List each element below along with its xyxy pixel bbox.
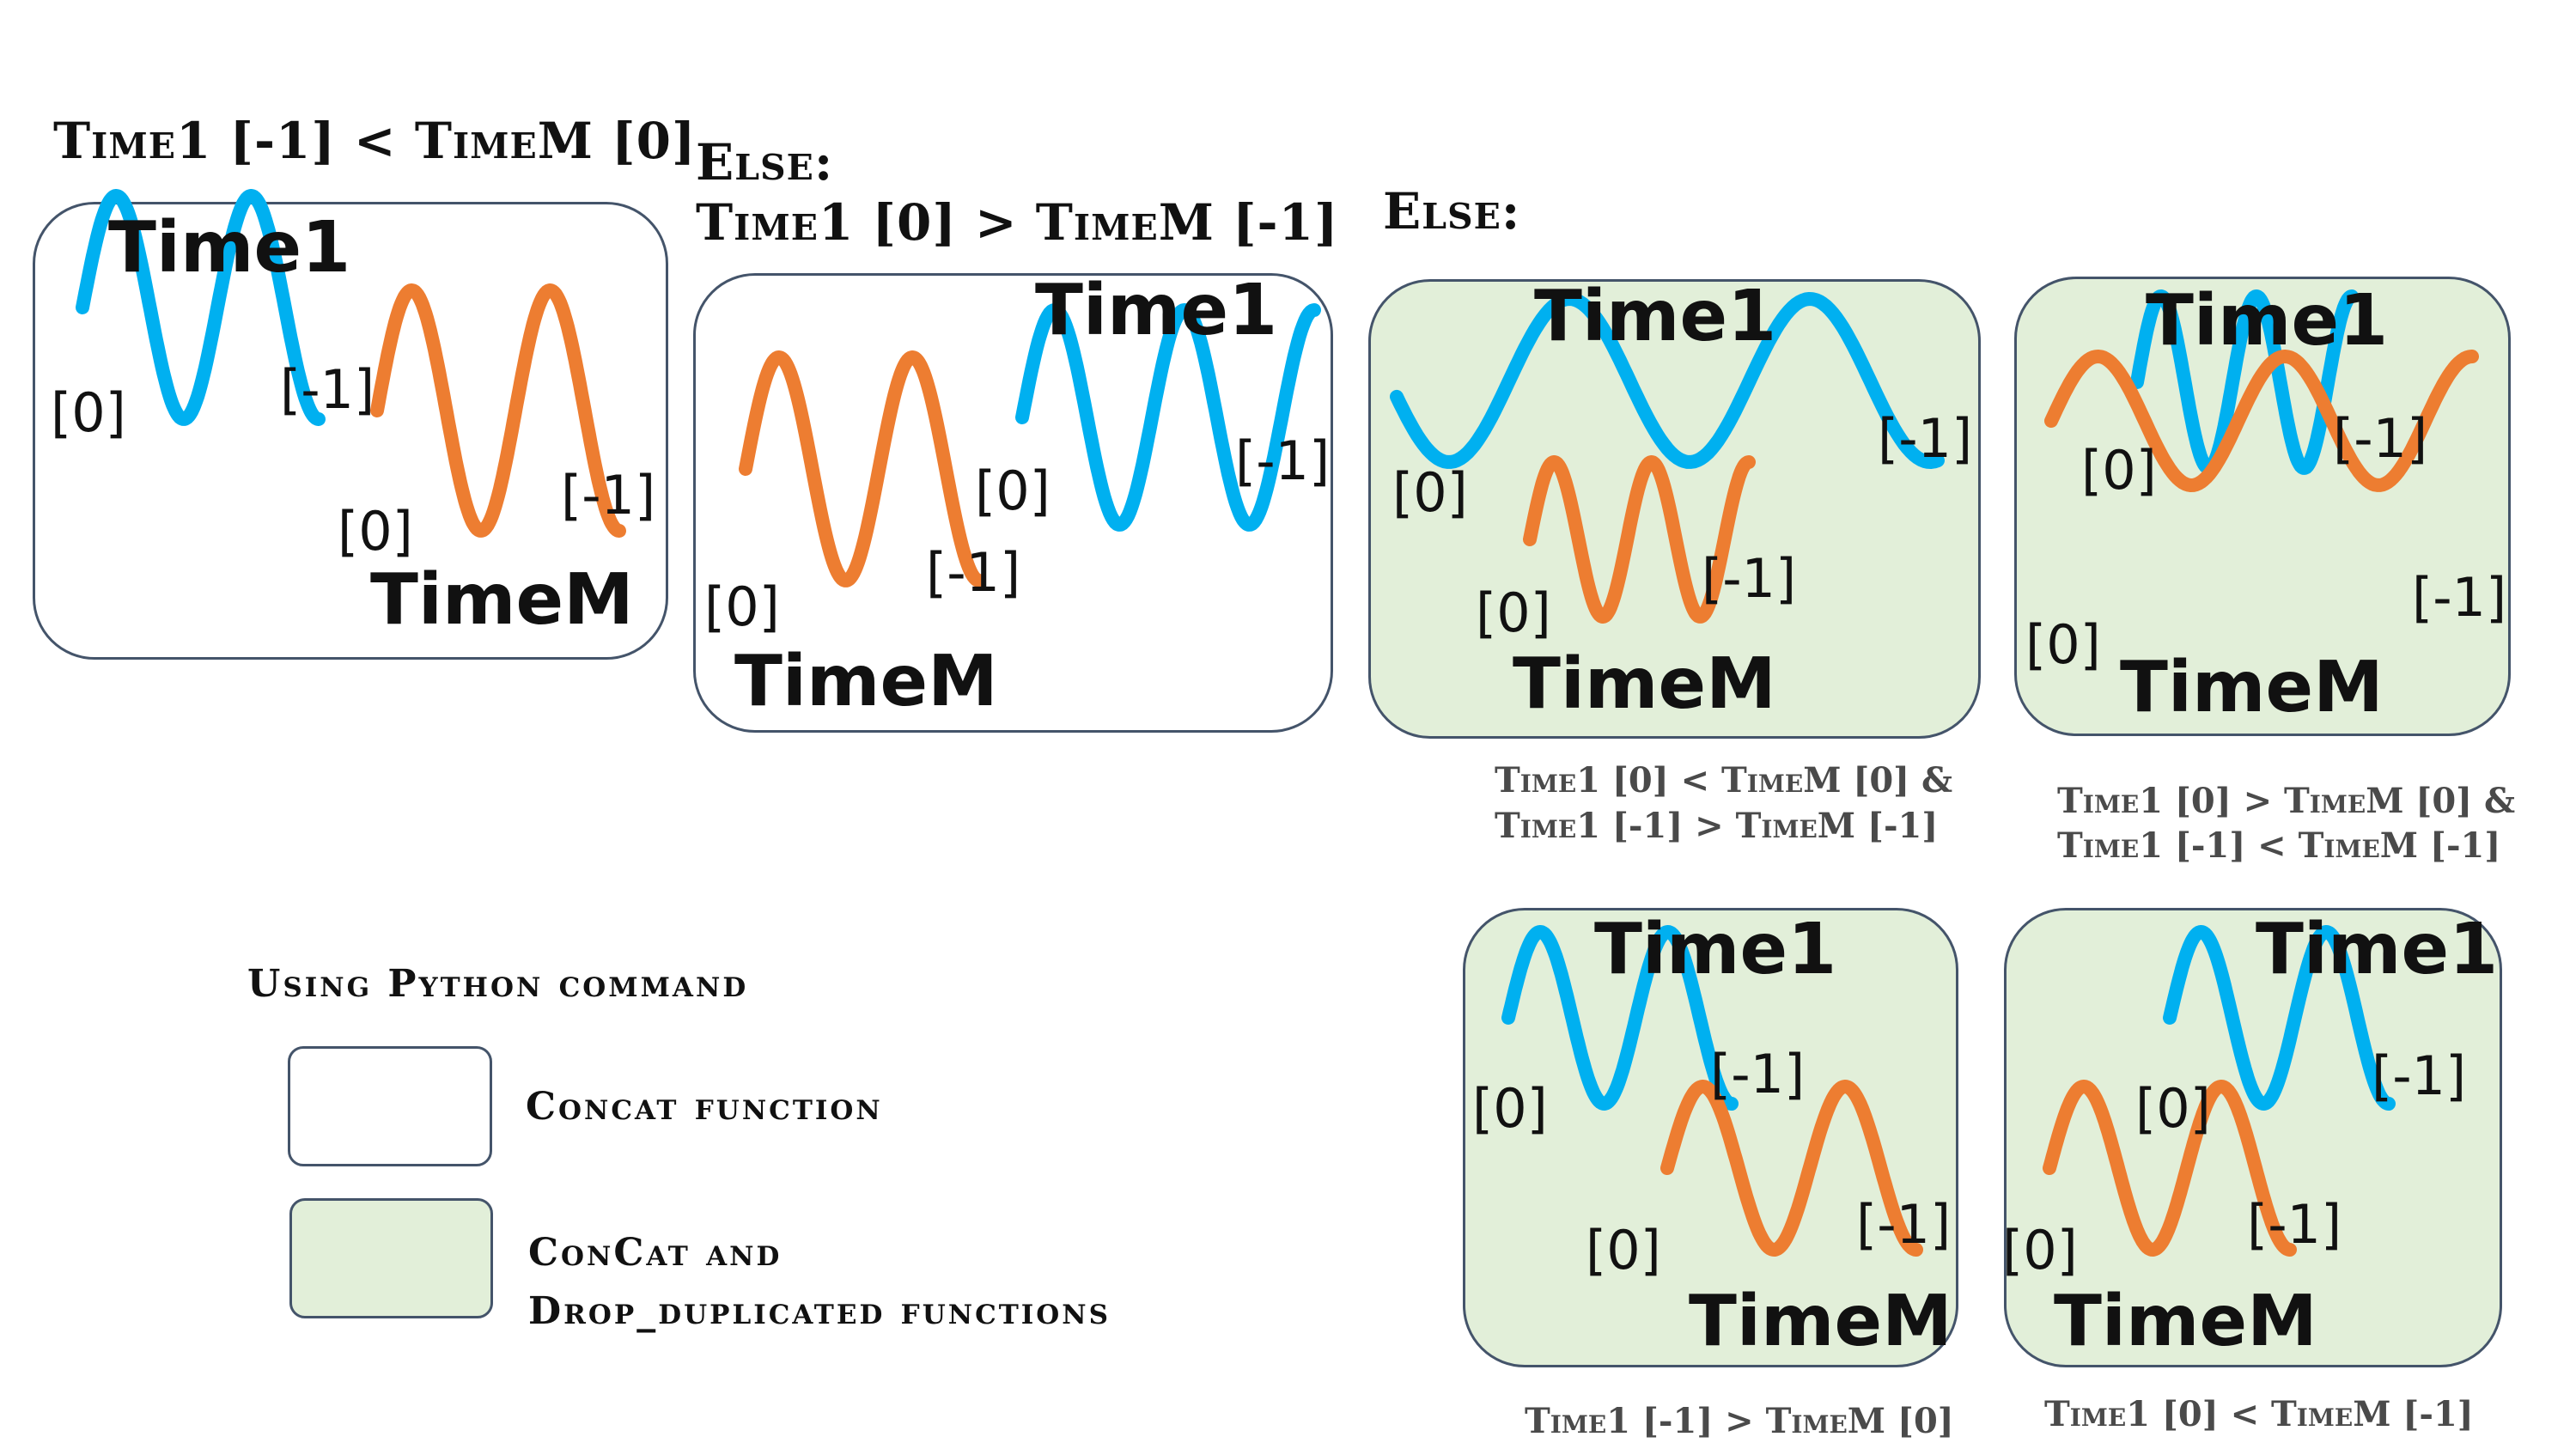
timem-label: TimeM bbox=[1513, 643, 1776, 725]
legend-item-concat-drop-line2: Drop_duplicated functions bbox=[528, 1289, 1111, 1333]
case4-box: Time1 [0] [-1] [0] [-1] TimeM bbox=[2014, 277, 2511, 736]
case2-else-heading: Else: bbox=[696, 133, 834, 192]
case2-heading: Time1 [0] > TimeM [-1] bbox=[696, 193, 1339, 252]
timem-first-index: [0] bbox=[2025, 613, 2101, 676]
timem-last-index: [-1] bbox=[2247, 1193, 2342, 1256]
case1-box: Time1 [0] [-1] [0] [-1] TimeM bbox=[33, 189, 668, 660]
case4-caption-line2: Time1 [-1] < TimeM [-1] bbox=[2057, 825, 2501, 866]
timem-wave bbox=[2043, 1080, 2297, 1257]
case3-caption-line1: Time1 [0] < TimeM [0] & bbox=[1495, 760, 1953, 801]
case2-box: Time1 [0] [-1] [0] [-1] TimeM bbox=[693, 273, 1333, 733]
time1-label: Time1 bbox=[1594, 909, 1837, 990]
case3-waves bbox=[1390, 292, 1945, 624]
time1-last-index: [-1] bbox=[1710, 1043, 1806, 1105]
case5-waves bbox=[1501, 925, 1923, 1257]
timem-last-index: [-1] bbox=[561, 464, 656, 527]
timem-wave bbox=[370, 283, 626, 538]
time1-label: Time1 bbox=[2256, 909, 2499, 990]
legend-item-concat-drop-line1: ConCat and bbox=[528, 1231, 783, 1275]
timem-label: TimeM bbox=[2054, 1281, 2317, 1362]
time1-first-index: [0] bbox=[2081, 439, 2157, 502]
case3-else-heading: Else: bbox=[1383, 182, 1521, 240]
time1-wave bbox=[1501, 925, 1739, 1111]
time1-last-index: [-1] bbox=[1235, 429, 1331, 492]
timem-first-index: [0] bbox=[1586, 1219, 1661, 1282]
case6-caption: Time1 [0] < TimeM [-1] bbox=[2044, 1394, 2474, 1434]
time1-wave bbox=[2163, 925, 2396, 1111]
timem-label: TimeM bbox=[734, 641, 998, 722]
case6-box: Time1 [0] [-1] [0] [-1] TimeM bbox=[2002, 908, 2502, 1367]
legend-title: Using Python command bbox=[247, 962, 749, 1006]
time1-wave bbox=[2130, 289, 2359, 475]
timem-wave bbox=[1523, 455, 1756, 624]
time1-first-index: [0] bbox=[1472, 1077, 1548, 1140]
time1-last-index: [-1] bbox=[2333, 407, 2428, 470]
time1-label: Time1 bbox=[2146, 280, 2389, 362]
timem-first-index: [0] bbox=[1476, 581, 1551, 644]
time1-last-index: [-1] bbox=[2372, 1044, 2467, 1107]
timem-wave bbox=[2044, 350, 2479, 492]
timem-first-index: [0] bbox=[338, 500, 413, 563]
timem-label: TimeM bbox=[2120, 647, 2384, 728]
time1-label: Time1 bbox=[1534, 276, 1777, 357]
case3-caption-line2: Time1 [-1] > TimeM [-1] bbox=[1495, 806, 1939, 846]
time1-first-index: [0] bbox=[2135, 1077, 2211, 1140]
time1-last-index: [-1] bbox=[1878, 407, 1973, 470]
timem-last-index: [-1] bbox=[1702, 547, 1797, 610]
timem-wave bbox=[1660, 1080, 1923, 1257]
time1-wave bbox=[1390, 292, 1945, 469]
timem-last-index: [-1] bbox=[2412, 566, 2507, 629]
time1-wave bbox=[76, 189, 326, 426]
time1-last-index: [-1] bbox=[280, 358, 375, 421]
legend-swatch-green bbox=[289, 1198, 493, 1318]
case1-waves bbox=[76, 189, 626, 538]
timem-label: TimeM bbox=[1689, 1281, 1952, 1362]
case4-waves bbox=[2044, 289, 2479, 492]
case6-waves bbox=[2043, 925, 2396, 1257]
case1-heading: Time1 [-1] < TimeM [0] bbox=[53, 112, 697, 170]
case3-box: Time1 [0] [-1] [0] [-1] TimeM bbox=[1368, 279, 1981, 739]
time1-wave bbox=[1015, 303, 1321, 532]
timem-first-index: [0] bbox=[2002, 1219, 2078, 1282]
timem-last-index: [-1] bbox=[926, 541, 1021, 604]
timem-wave bbox=[739, 350, 986, 588]
legend-item-concat: Concat function bbox=[526, 1085, 883, 1129]
timem-label: TimeM bbox=[370, 559, 634, 641]
time1-first-index: [0] bbox=[51, 381, 126, 444]
case2-waves bbox=[739, 303, 1321, 588]
time1-label: Time1 bbox=[1035, 270, 1278, 351]
case5-caption: Time1 [-1] > TimeM [0] bbox=[1525, 1401, 1954, 1441]
time1-first-index: [0] bbox=[975, 460, 1050, 522]
timem-last-index: [-1] bbox=[1856, 1193, 1952, 1256]
time1-first-index: [0] bbox=[1392, 461, 1468, 524]
legend-swatch-white bbox=[288, 1046, 492, 1166]
timem-first-index: [0] bbox=[704, 575, 780, 638]
case4-caption-line1: Time1 [0] > TimeM [0] & bbox=[2057, 781, 2516, 821]
case5-box: Time1 [0] [-1] [0] [-1] TimeM bbox=[1463, 908, 1958, 1367]
time1-label: Time1 bbox=[108, 207, 351, 289]
